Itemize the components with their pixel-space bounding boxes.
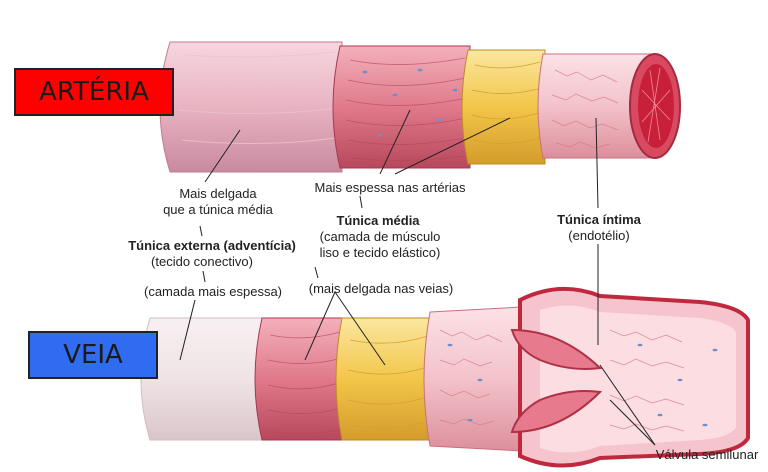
valve-cusp-lower bbox=[510, 390, 603, 434]
vein-label-box: VEIA bbox=[28, 331, 158, 379]
valve-cusp-upper bbox=[510, 328, 603, 370]
caption-bold: Túnica externa (adventícia) bbox=[128, 238, 296, 253]
caption-bold: Túnica íntima bbox=[557, 212, 641, 227]
valve-caption: Válvula semilunar bbox=[655, 447, 759, 462]
leader-lines bbox=[179, 109, 656, 446]
vein-illustration bbox=[140, 286, 750, 468]
artery-muscle-layer bbox=[332, 45, 471, 169]
media-title: Túnica média bbox=[318, 213, 438, 229]
caption-line: (camada de músculo bbox=[319, 229, 441, 244]
media-note: (mais delgada nas veias) bbox=[308, 281, 454, 296]
vein-adventitia-layer bbox=[140, 317, 266, 441]
vein-muscle-layer bbox=[254, 317, 346, 441]
caption-line: liso e tecido elástico) bbox=[319, 245, 441, 260]
caption-line: que a túnica média bbox=[163, 202, 273, 217]
adventitia-title: Túnica externa (adventícia) bbox=[122, 238, 302, 254]
caption-line: Mais delgada bbox=[179, 186, 257, 201]
adventitia-subtitle: (tecido conectivo) bbox=[151, 254, 253, 269]
vein-elastic-layer bbox=[335, 317, 433, 441]
adventitia-note: (camada mais espessa) bbox=[144, 284, 282, 299]
artery-label-box: ARTÉRIA bbox=[14, 68, 174, 116]
artery-elastic-layer bbox=[461, 49, 546, 165]
artery-adventitia-layer bbox=[159, 41, 343, 173]
vein-intima-layer bbox=[423, 305, 541, 453]
artery-illustration bbox=[159, 41, 681, 173]
media-thicker-caption: Mais espessa nas artérias bbox=[314, 180, 466, 195]
intima-subtitle: (endotélio) bbox=[568, 228, 630, 243]
media-description: (camada de músculo liso e tecido elástic… bbox=[316, 229, 444, 261]
artery-intima-layer bbox=[537, 53, 656, 159]
caption-bold: Túnica média bbox=[336, 213, 420, 228]
adventitia-thinner-caption: Mais delgada que a túnica média bbox=[160, 186, 276, 218]
intima-title: Túnica íntima bbox=[547, 212, 651, 228]
